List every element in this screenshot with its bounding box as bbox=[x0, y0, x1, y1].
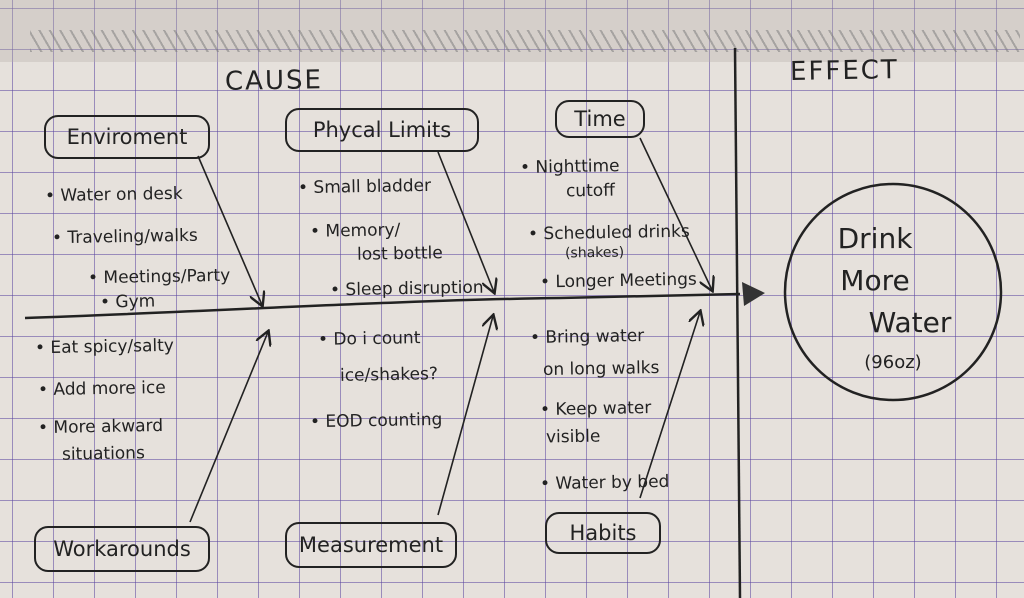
cause-item: on long walks bbox=[542, 357, 660, 381]
hatched-band bbox=[30, 30, 1020, 52]
arrow-physical-limits bbox=[437, 151, 494, 292]
cause-item: • More akward bbox=[37, 415, 164, 439]
cause-item: situations bbox=[61, 443, 146, 465]
effect-line-2: More bbox=[840, 264, 910, 297]
cause-item: lost bottle bbox=[356, 243, 443, 265]
cause-item: • Scheduled drinks bbox=[527, 221, 690, 245]
category-measurement: Measurement bbox=[285, 522, 457, 568]
cause-item: • Bring water bbox=[529, 326, 645, 348]
cause-heading: CAUSE bbox=[224, 65, 324, 97]
effect-heading: EFFECT bbox=[789, 55, 900, 87]
cause-item: • EOD counting bbox=[309, 409, 443, 433]
notebook-top-margin bbox=[0, 0, 1024, 62]
cause-item: visible bbox=[545, 426, 601, 448]
cause-item: • Eat spicy/salty bbox=[34, 335, 175, 359]
category-habits: Habits bbox=[545, 512, 661, 554]
cause-item: • Memory/ bbox=[309, 220, 401, 242]
cause-item: • Traveling/walks bbox=[51, 225, 198, 249]
cause-item: • Meetings/Party bbox=[87, 265, 231, 289]
cause-item: • Longer Meetings bbox=[539, 269, 697, 293]
cause-item: • Water by bed bbox=[539, 471, 670, 495]
arrow-environment bbox=[197, 155, 262, 305]
category-workarounds: Workarounds bbox=[34, 526, 210, 572]
cause-item: ice/shakes? bbox=[339, 364, 439, 386]
cause-item: • Small bladder bbox=[297, 175, 432, 199]
category-physical-limits: Phycal Limits bbox=[285, 108, 479, 152]
cause-item: • Nighttime bbox=[519, 156, 620, 178]
effect-note: (96oz) bbox=[864, 352, 922, 373]
cause-item: • Water on desk bbox=[44, 183, 183, 207]
cause-item: (shakes) bbox=[564, 244, 625, 262]
arrow-time bbox=[639, 137, 712, 290]
arrow-workarounds bbox=[189, 332, 268, 523]
cause-item: • Keep water bbox=[539, 398, 652, 420]
cause-effect-divider bbox=[733, 47, 742, 598]
cause-item: cutoff bbox=[565, 180, 616, 202]
effect-circle bbox=[783, 182, 1003, 402]
category-time: Time bbox=[555, 100, 645, 138]
cause-item: • Gym bbox=[99, 291, 156, 313]
spine-line bbox=[24, 292, 741, 320]
cause-item: • Do i count bbox=[317, 328, 421, 350]
effect-line-1: Drink bbox=[837, 222, 913, 255]
category-environment: Enviroment bbox=[44, 115, 210, 159]
spine-arrowhead bbox=[742, 282, 765, 306]
arrow-measurement bbox=[437, 316, 493, 516]
arrow-habits bbox=[639, 312, 700, 499]
cause-item: • Sleep disruption bbox=[329, 277, 484, 301]
effect-line-3: Water bbox=[868, 306, 952, 339]
cause-item: • Add more ice bbox=[37, 377, 166, 401]
